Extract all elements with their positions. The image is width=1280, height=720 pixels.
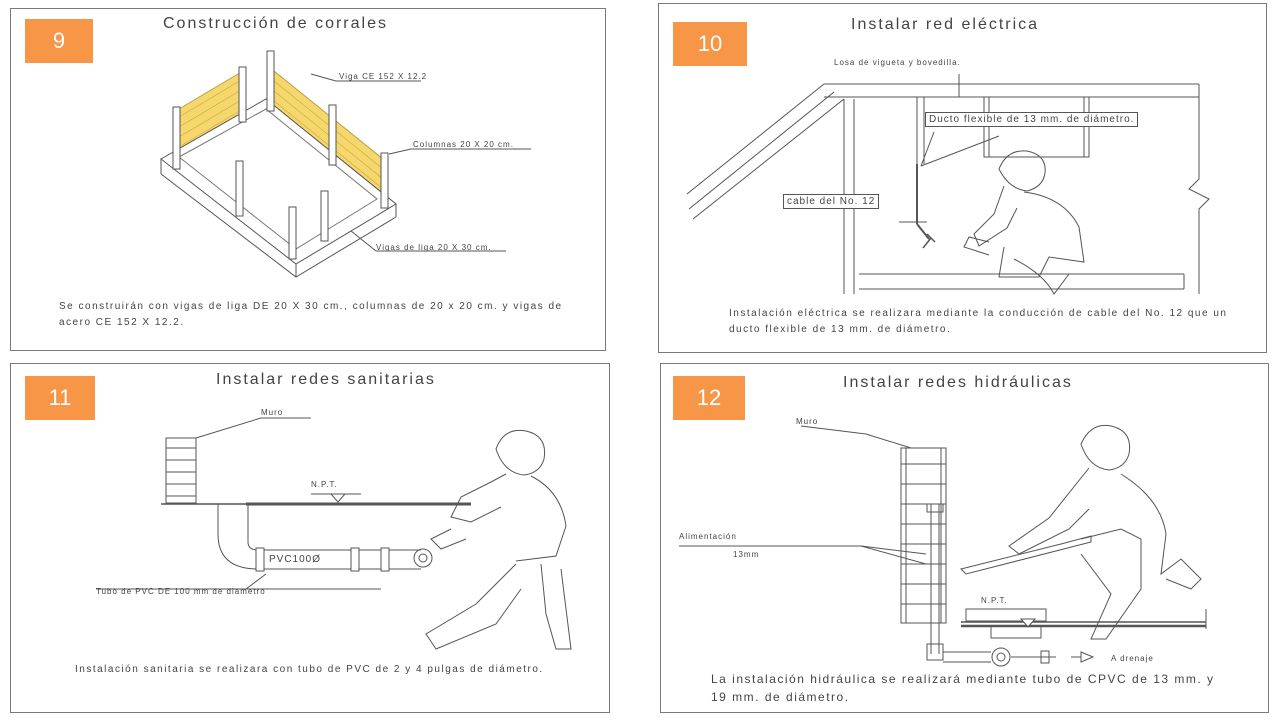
panel-description: Instalación sanitaria se realizara con t… [75, 664, 544, 675]
label-alimentacion: Alimentación [679, 532, 737, 541]
panel-description: Se construirán con vigas de liga DE 20 X… [59, 301, 563, 328]
label-alimentacion-size: 13mm [733, 550, 760, 559]
panel-description: La instalación hidráulica se realizará m… [711, 672, 1215, 704]
panel-title: Instalar redes sanitarias [216, 371, 436, 388]
label-npt: N.P.T. [311, 480, 338, 489]
leader-viga [311, 74, 336, 81]
panel-10-electrica: 10 Instalar red eléctrica Losa de viguet… [658, 3, 1267, 353]
label-columnas: Columnas 20 X 20 cm. [413, 140, 514, 149]
step-badge: 12 [673, 376, 745, 420]
step-badge: 9 [25, 19, 93, 63]
hydraulic-drawing [661, 364, 1269, 713]
corral-drawing [11, 9, 606, 351]
label-muro: Muro [796, 417, 819, 426]
panel-12-hidraulicas: 12 Instalar redes hidráulicas Muro Alime… [660, 363, 1269, 713]
label-viga: Viga CE 152 X 12.2 [339, 72, 428, 81]
label-muro: Muro [261, 408, 284, 417]
worker-figure [1009, 425, 1201, 639]
panel-title: Construcción de corrales [163, 15, 388, 32]
label-losa: Losa de vigueta y bovedilla. [834, 58, 961, 67]
wall [901, 448, 946, 623]
electrical-drawing [659, 4, 1267, 353]
label-cable: cable del No. 12 [783, 194, 880, 209]
label-npt: N.P.T. [981, 596, 1008, 605]
panel-title: Instalar red eléctrica [851, 16, 1040, 33]
label-drenaje: A drenaje [1111, 654, 1154, 663]
panel-description: Instalación eléctrica se realizara media… [729, 308, 1228, 335]
worker-figure [964, 151, 1084, 294]
step-badge: 10 [673, 22, 747, 66]
step-badge: 11 [25, 376, 95, 420]
column [173, 107, 180, 169]
worker-figure [426, 430, 571, 649]
label-pvc: PVC100Ø [269, 554, 322, 565]
panel-title: Instalar redes hidráulicas [843, 374, 1073, 391]
label-ducto: Ducto flexible de 13 mm. de diámetro. [925, 112, 1139, 127]
label-vigas-liga: Vigas de liga 20 X 30 cm. [376, 243, 492, 252]
wall [166, 438, 196, 503]
sanitary-drawing [11, 364, 610, 713]
panel-9-corrales: 9 Construcción de corrales Viga CE 152 X… [10, 8, 606, 351]
label-tubo: Tubo de PVC DE 100 mm de diametro [96, 587, 266, 596]
panel-11-sanitarias: 11 Instalar redes sanitarias Muro N.P.T.… [10, 363, 610, 713]
